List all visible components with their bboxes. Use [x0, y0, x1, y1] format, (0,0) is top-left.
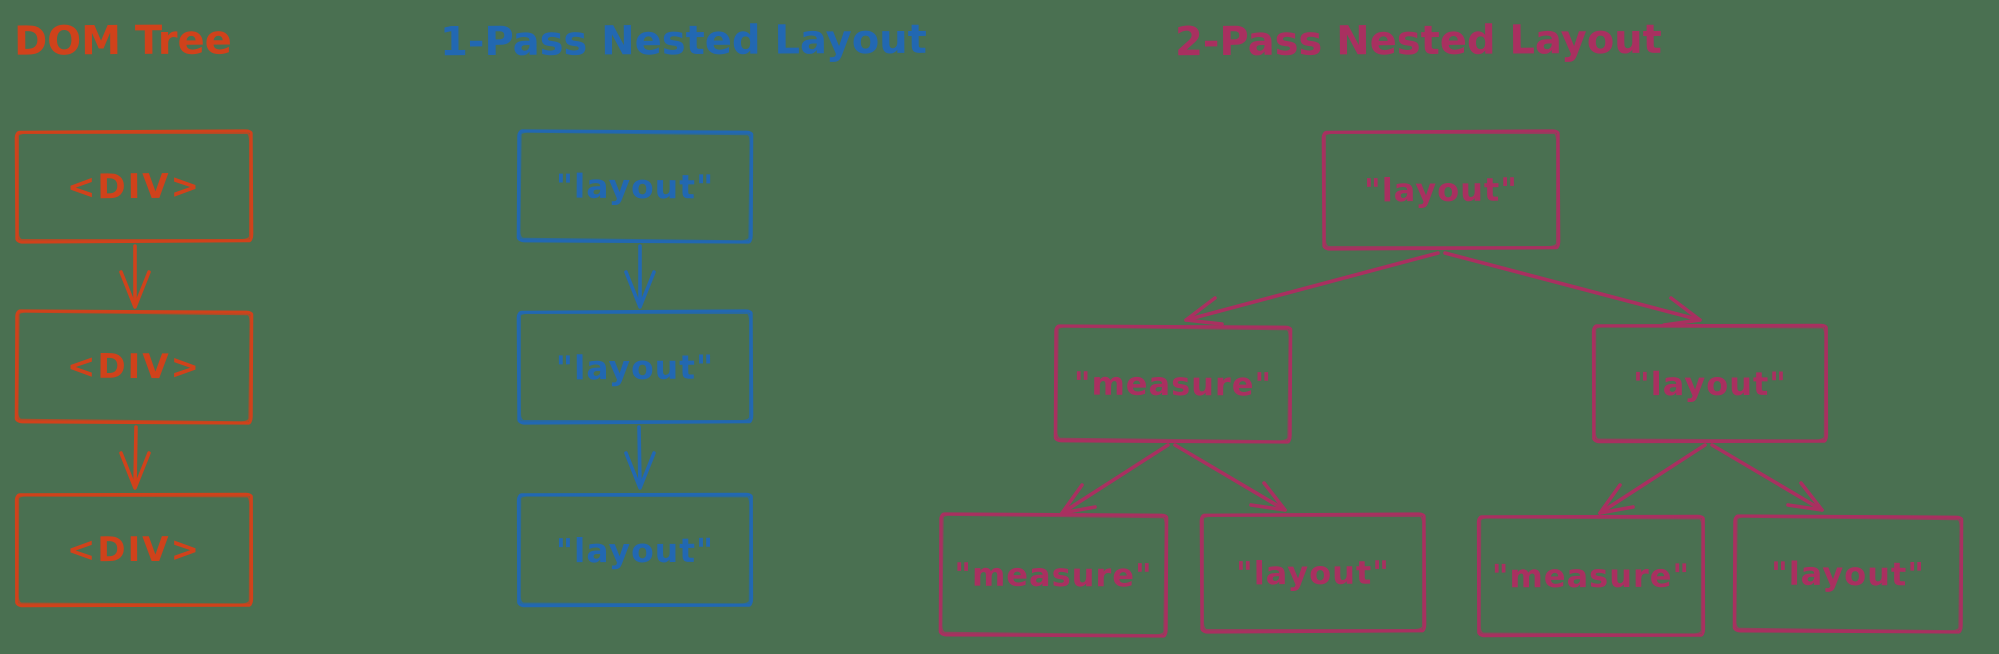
two-pass-arrow-layout-to-leaf-measure-2 [1598, 443, 1707, 515]
two-pass-layout-right-label: "layout" [1633, 364, 1787, 403]
one-pass-arrow-2 [624, 425, 656, 490]
two-pass-leaf-layout-1-label: "layout" [1235, 553, 1391, 593]
dom-tree-title: DOM Tree [13, 17, 232, 65]
one-pass-node-3: "layout" [516, 492, 754, 608]
one-pass-arrow-1 [624, 244, 656, 309]
two-pass-arrow-root-to-measure [1184, 251, 1440, 326]
dom-tree-arrow-2 [119, 425, 151, 490]
dom-tree-node-3-label: <DIV> [66, 529, 202, 571]
two-pass-leaf-layout-1-node: "layout" [1199, 512, 1427, 634]
one-pass-node-1-label: "layout" [555, 166, 715, 207]
two-pass-measure-left-node: "measure" [1053, 324, 1293, 444]
one-pass-node-1: "layout" [516, 129, 754, 244]
one-pass-node-3-label: "layout" [555, 530, 715, 570]
two-pass-leaf-measure-2-label: "measure" [1491, 556, 1691, 596]
two-pass-arrow-measure-to-leaf-layout-1 [1173, 443, 1287, 512]
two-pass-leaf-measure-1-node: "measure" [938, 512, 1169, 638]
two-pass-root-label: "layout" [1363, 170, 1519, 210]
one-pass-node-2-label: "layout" [555, 347, 715, 387]
two-pass-layout-right-node: "layout" [1591, 323, 1829, 444]
two-pass-root-node: "layout" [1321, 129, 1561, 251]
dom-tree-node-1-label: <DIV> [66, 166, 202, 207]
two-pass-leaf-measure-2-node: "measure" [1476, 514, 1706, 638]
dom-tree-arrow-1 [119, 244, 151, 309]
one-pass-title: 1-Pass Nested Layout [439, 16, 927, 66]
two-pass-leaf-layout-2-label: "layout" [1770, 554, 1926, 594]
two-pass-title: 2-Pass Nested Layout [1174, 16, 1662, 66]
dom-tree-node-3: <DIV> [14, 492, 254, 608]
two-pass-arrow-layout-to-leaf-layout-2 [1710, 443, 1824, 512]
two-pass-leaf-measure-1-label: "measure" [954, 555, 1153, 595]
two-pass-leaf-layout-2-node: "layout" [1732, 514, 1964, 634]
two-pass-arrow-root-to-layout [1443, 251, 1702, 327]
dom-tree-node-2: <DIV> [14, 309, 254, 425]
dom-tree-node-2-label: <DIV> [66, 346, 202, 388]
two-pass-arrow-measure-to-leaf-measure-1 [1060, 443, 1170, 515]
two-pass-measure-left-label: "measure" [1073, 364, 1273, 404]
dom-tree-node-1: <DIV> [14, 129, 254, 244]
one-pass-node-2: "layout" [516, 309, 754, 425]
